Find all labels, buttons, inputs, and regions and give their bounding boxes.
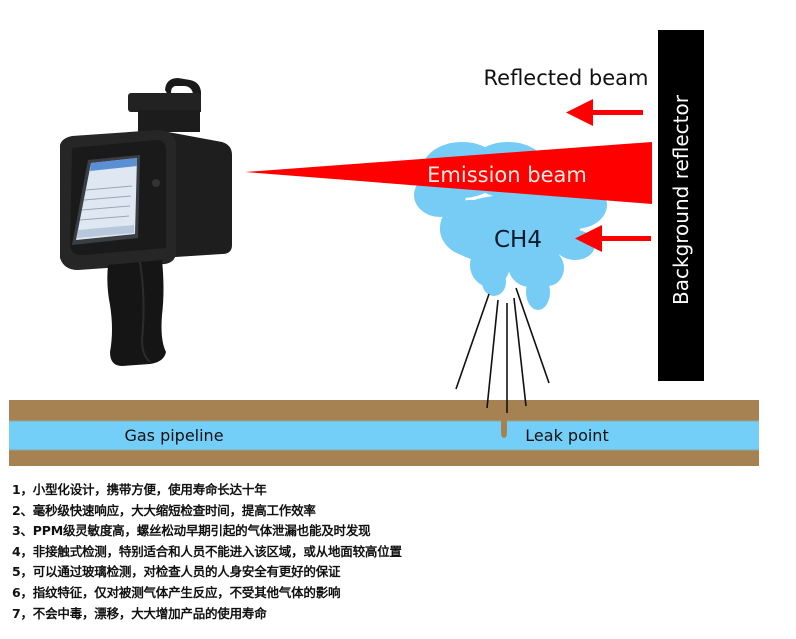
gas-ch4-label: CH4 — [494, 227, 542, 253]
feature-item: 3、PPM级灵敏度高，螺丝松动早期引起的气体泄漏也能及时发现 — [12, 523, 371, 539]
reflected-arrow-bottom — [575, 225, 651, 252]
feature-item: 5，可以通过玻璃检测，对检查人员的人身安全有更好的保证 — [12, 564, 341, 580]
leak-plume-lines — [455, 287, 550, 413]
device-side-button — [152, 179, 160, 187]
reflector-label: Background reflector — [669, 94, 693, 305]
device-handle — [107, 260, 166, 366]
feature-item: 1，小型化设计，携带方便，使用寿命长达十年 — [12, 482, 267, 497]
leak-crack — [501, 419, 507, 438]
gas-pipeline-label: Gas pipeline — [124, 426, 223, 445]
leak-point-label: Leak point — [525, 426, 608, 445]
feature-item: 7，不会中毒，漂移，大大增加产品的使用寿命 — [12, 605, 267, 621]
gas-pipeline — [9, 400, 759, 466]
device-screen — [72, 155, 140, 245]
red-dot-sight — [165, 78, 201, 112]
feature-item: 4，非接触式检测，特别适合和人员不能进入该区域，或从地面较高位置 — [12, 543, 402, 559]
background-reflector: Background reflector — [658, 30, 704, 381]
soil-top-layer — [9, 400, 759, 421]
emission-beam — [245, 142, 652, 204]
handheld-methane-detector — [60, 78, 232, 366]
reflected-beam-label: Reflected beam — [484, 66, 649, 90]
feature-item: 6，指纹特征，仅对被测气体产生反应，不受其他气体的影响 — [12, 584, 341, 600]
feature-list: 1，小型化设计，携带方便，使用寿命长达十年 2、毫秒级快速响应，大大缩短检查时间… — [12, 480, 402, 624]
feature-item: 2、毫秒级快速响应，大大缩短检查时间，提高工作效率 — [12, 502, 316, 518]
laser-methane-detection-diagram: Emission beam Reflected beam CH4 Backgro… — [9, 30, 759, 466]
reflected-arrow-top — [566, 99, 643, 126]
emission-beam-label: Emission beam — [427, 163, 587, 187]
pipeline-band — [9, 421, 759, 450]
soil-bottom-layer — [9, 450, 759, 466]
